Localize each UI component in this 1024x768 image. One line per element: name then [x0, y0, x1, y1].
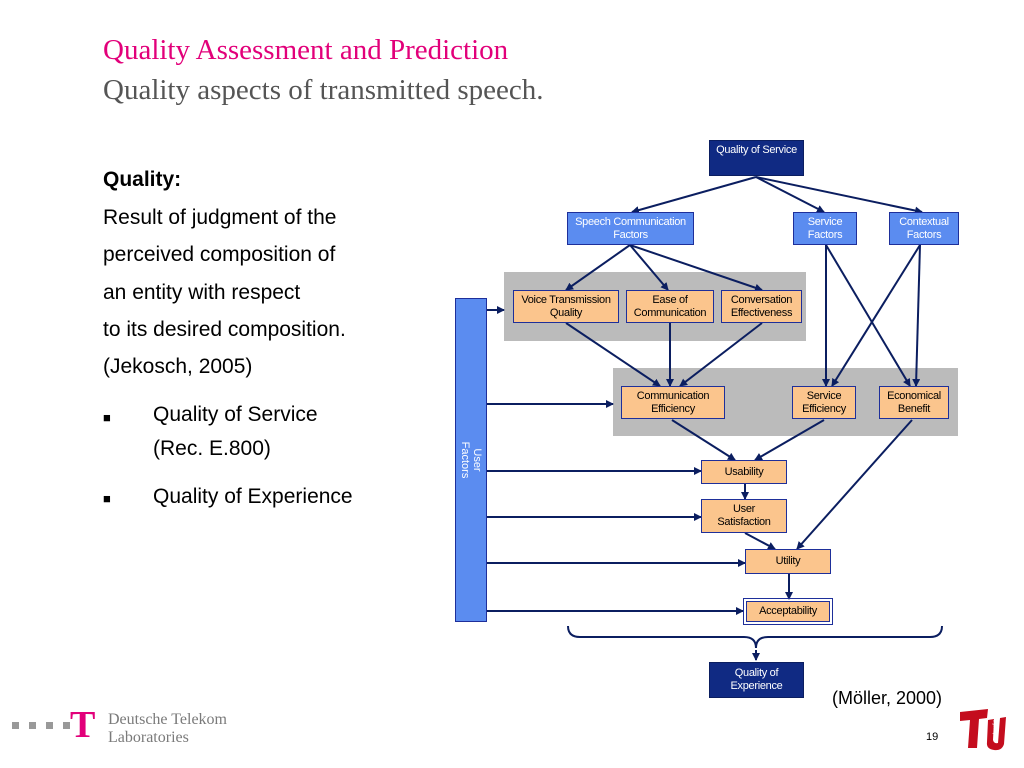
box-label: Effectiveness [730, 306, 793, 319]
box-utility: Utility [745, 549, 831, 574]
box-label: Satisfaction [717, 516, 771, 528]
bullet-marker: ■ [103, 491, 111, 506]
box-label: Usability [724, 465, 764, 478]
box-label: Economical [887, 389, 941, 402]
box-label: Communication [633, 306, 707, 319]
definition-citation: (Jekosch, 2005) [103, 355, 253, 378]
footer-dot [29, 722, 36, 729]
tu-berlin-logo: berlin [960, 709, 1006, 751]
user-factors-line: Factors [459, 441, 471, 479]
company-line: Laboratories [108, 729, 189, 746]
definition-line: an entity with respect [103, 281, 301, 304]
box-label: Acceptability [759, 605, 817, 617]
box-label: Ease of [652, 293, 688, 306]
curly-brace [567, 625, 943, 649]
footer-dot [63, 722, 70, 729]
slide-subtitle: Quality aspects of transmitted speech. [103, 74, 544, 106]
box-ease-of-communication: Ease of Communication [626, 290, 714, 323]
box-label: User [732, 503, 756, 515]
box-user-satisfaction: User Satisfaction [701, 499, 787, 533]
box-speech-communication-factors: Speech Communication Factors [567, 212, 694, 245]
box-label: Service [807, 215, 843, 228]
bullet-item-qoe: Quality of Experience [153, 480, 353, 514]
box-economical-benefit: Economical Benefit [879, 386, 949, 419]
arrow-qos-sf [755, 176, 825, 213]
arrow-scf-vtq [565, 244, 631, 291]
footer-dots [12, 722, 70, 729]
user-factors-bar [455, 298, 487, 622]
arrow-scf-ce [629, 244, 763, 292]
box-label: Communication [636, 389, 710, 402]
box-label: Quality of [734, 667, 779, 679]
footer-dot [46, 722, 53, 729]
box-label: Quality of Service [716, 144, 797, 156]
box-label: Factors [906, 228, 942, 241]
bullet-line: Quality of Experience [153, 485, 353, 508]
box-conversation-effectiveness: Conversation Effectiveness [721, 290, 802, 323]
definition-line: perceived composition of [103, 243, 336, 266]
arrow-cf-econ [912, 244, 921, 387]
box-label: Quality [549, 306, 583, 319]
svg-text:berlin: berlin [993, 719, 999, 734]
user-factors-line: User [471, 448, 483, 472]
box-label: Utility [775, 555, 801, 567]
bullet-item-qos: Quality of Service (Rec. E.800) [153, 398, 318, 466]
box-label: Benefit [897, 402, 931, 415]
arrow-usersat-utility [744, 532, 776, 550]
bullet-line: (Rec. E.800) [153, 437, 271, 460]
bullet-line: Quality of Service [153, 403, 318, 426]
box-service-efficiency: Service Efficiency [792, 386, 856, 419]
definition-line: Result of judgment of the [103, 206, 337, 229]
box-label: Factors [613, 228, 648, 241]
arrow-sf-econ [825, 244, 911, 387]
box-acceptability: Acceptability [743, 598, 833, 625]
box-label: Speech Communication [575, 215, 686, 228]
slide-title: Quality Assessment and Prediction [103, 34, 509, 66]
definition-line: to its desired composition. [103, 318, 346, 341]
arrow-cf-serveff [831, 244, 921, 387]
citation: (Möller, 2000) [832, 688, 943, 708]
definition-heading: Quality: [103, 168, 182, 191]
user-factors-label: User Factors [459, 442, 483, 479]
box-contextual-factors: Contextual Factors [889, 212, 959, 245]
box-label: Contextual [899, 215, 949, 228]
bullet-marker: ■ [103, 410, 111, 425]
box-service-factors: Service Factors [793, 212, 857, 245]
telekom-t-logo: T [70, 704, 96, 746]
arrow-vtq-commeff [565, 322, 661, 387]
box-quality-of-service: Quality of Service [709, 140, 804, 176]
box-label: Efficiency [651, 402, 695, 415]
arrow-scf-eoc [629, 244, 669, 291]
arrow-qos-scf [631, 176, 757, 214]
box-label: Efficiency [802, 402, 846, 415]
company-name: Deutsche Telekom Laboratories [108, 711, 227, 747]
box-quality-of-experience: Quality of Experience [709, 662, 804, 698]
box-label: Service [806, 389, 842, 402]
arrow-econ-utility [796, 419, 913, 550]
arrow-serveff-usability [754, 419, 825, 461]
box-label: Conversation [730, 293, 793, 306]
box-label: Experience [730, 680, 783, 692]
box-label: Voice Transmission [521, 293, 611, 306]
page-number: 19 [926, 731, 939, 743]
company-line: Deutsche Telekom [108, 711, 227, 728]
arrow-commeff-usability [671, 419, 736, 461]
box-voice-transmission-quality: Voice Transmission Quality [513, 290, 619, 323]
arrow-qos-cf [755, 176, 923, 215]
box-label: Factors [807, 228, 843, 241]
box-communication-efficiency: Communication Efficiency [621, 386, 725, 419]
box-usability: Usability [701, 460, 787, 484]
arrow-ce-commeff [679, 322, 763, 387]
footer-dot [12, 722, 19, 729]
